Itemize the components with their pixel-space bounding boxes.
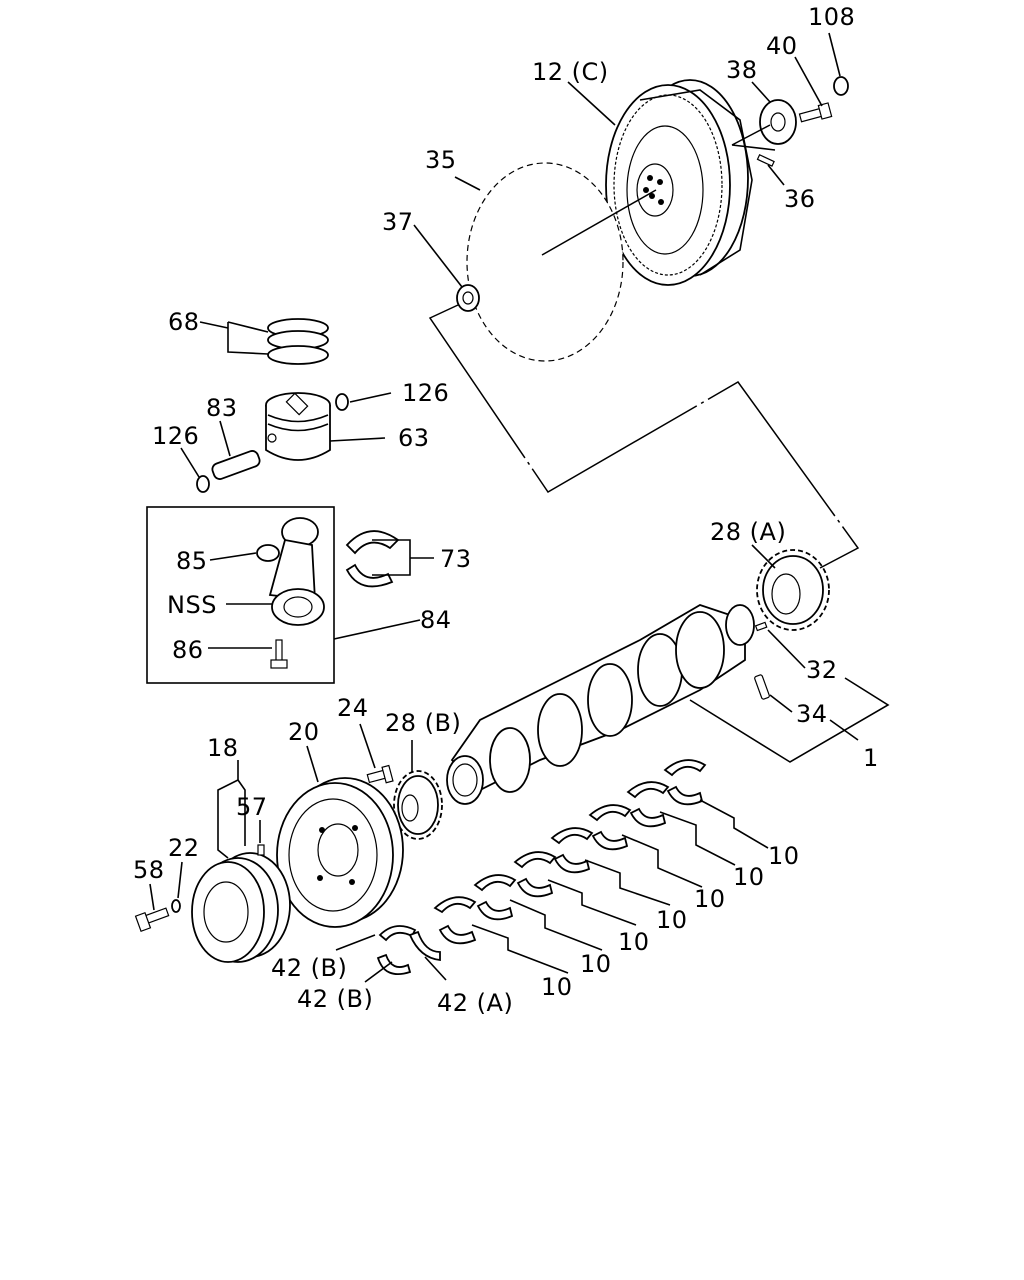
rod-bolt-part (270, 639, 288, 669)
gear-bolt-part (366, 764, 394, 784)
piston-part (265, 392, 331, 461)
dowel-pin-part (756, 154, 775, 167)
pilot-bearing-part (456, 284, 480, 312)
callout-28b: 28 (B) (385, 709, 461, 737)
callout-57: 57 (236, 793, 268, 821)
flywheel-plate-part (759, 99, 797, 145)
callout-83: 83 (206, 394, 238, 422)
callout-10-5: 10 (618, 928, 650, 956)
callout-126-left: 126 (152, 422, 199, 450)
callout-42b-upper: 42 (B) (271, 954, 347, 982)
small-end-bushing-part (256, 544, 280, 562)
callout-28a: 28 (A) (710, 518, 786, 546)
callout-85: 85 (176, 547, 208, 575)
flywheel-bolt-part (798, 102, 833, 123)
crankshaft-pin-part (754, 674, 770, 700)
conrod-bearings-part (345, 530, 400, 588)
callout-126-right: 126 (402, 379, 449, 407)
piston-rings-part (267, 318, 329, 365)
callout-nss: NSS (167, 591, 217, 619)
damper-pulley-part (276, 777, 404, 928)
crankshaft-part (446, 604, 755, 805)
callout-34: 34 (796, 700, 828, 728)
main-bearings-part (433, 759, 707, 945)
timing-gear-a-part (756, 549, 830, 631)
callout-32: 32 (806, 656, 838, 684)
flywheel-part (605, 79, 753, 286)
connecting-rod-assembly-box (146, 506, 335, 684)
callout-24: 24 (337, 694, 369, 722)
callout-42b-lower: 42 (B) (297, 985, 373, 1013)
thrust-washers-part (376, 925, 441, 976)
callout-58: 58 (133, 856, 165, 884)
ring-gear-part (466, 162, 624, 362)
callout-12c: 12 (C) (532, 58, 609, 86)
callout-73: 73 (440, 545, 472, 573)
callout-10-1: 10 (768, 842, 800, 870)
connecting-rod-part (268, 517, 325, 626)
callout-1: 1 (863, 744, 879, 772)
callout-86: 86 (172, 636, 204, 664)
callout-68: 68 (168, 308, 200, 336)
callout-36: 36 (784, 185, 816, 213)
pulley-bolt-part (134, 907, 170, 932)
callout-10-6: 10 (580, 950, 612, 978)
callout-37: 37 (382, 208, 414, 236)
callout-84: 84 (420, 606, 452, 634)
crankshaft-key-part (754, 621, 768, 632)
crank-pulley-part (191, 852, 291, 963)
piston-pin-clip-left (196, 475, 210, 493)
callout-18: 18 (207, 734, 239, 762)
timing-gear-b-part (393, 770, 443, 840)
callout-10-2: 10 (733, 863, 765, 891)
piston-pin-part (211, 450, 261, 480)
pulley-key-part (257, 844, 265, 856)
leader-lines (149, 32, 890, 983)
callout-10-7: 10 (541, 973, 573, 1001)
callout-108: 108 (808, 3, 855, 31)
callout-40: 40 (766, 32, 798, 60)
callout-42a: 42 (A) (437, 989, 513, 1017)
callout-22: 22 (168, 834, 200, 862)
callout-63: 63 (398, 424, 430, 452)
callout-38: 38 (726, 56, 758, 84)
callout-10-3: 10 (694, 885, 726, 913)
callout-10-4: 10 (656, 906, 688, 934)
washer-part (171, 899, 181, 913)
alignment-lines (428, 124, 860, 569)
snap-ring-part (833, 76, 849, 96)
piston-pin-clip-right (335, 393, 349, 411)
callout-35: 35 (425, 146, 457, 174)
callout-20: 20 (288, 718, 320, 746)
callout-labels: 108 40 38 12 (C) 36 35 37 68 126 83 126 … (133, 3, 879, 1017)
